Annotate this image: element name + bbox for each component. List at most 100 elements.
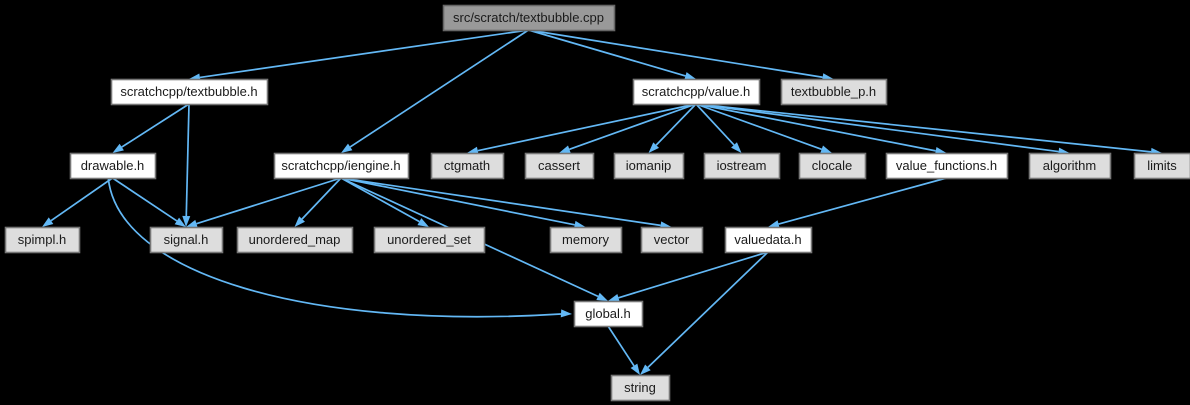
node-spimpl-h[interactable]: spimpl.h — [4, 226, 81, 254]
edge-layer — [42, 29, 1162, 375]
edge-scratchcpp-value-h-to-clocale — [695, 103, 832, 154]
edge-line — [121, 103, 190, 148]
node-value-functions-h[interactable]: value_functions.h — [885, 152, 1009, 180]
node-box[interactable] — [373, 226, 486, 254]
edge-line — [778, 177, 947, 225]
node-box[interactable] — [149, 226, 224, 254]
edge-line — [340, 177, 420, 223]
edge-arrowhead — [608, 293, 620, 302]
edge-arrowhead — [341, 143, 353, 153]
node-box[interactable] — [613, 152, 685, 180]
node-valuedata-h[interactable]: valuedata.h — [724, 226, 813, 254]
edge-drawable-h-to-signal-h — [112, 177, 186, 227]
node-box[interactable] — [640, 226, 704, 254]
edge-scratchcpp-iengine-h-to-memory — [340, 177, 586, 229]
node-box[interactable] — [430, 152, 505, 180]
node-iostream[interactable]: iostream — [703, 152, 781, 180]
edge-line — [199, 29, 529, 79]
node-box[interactable] — [549, 226, 623, 254]
edge-arrowhead — [731, 142, 742, 153]
edge-line — [301, 177, 342, 220]
node-scratchcpp-value-h[interactable]: scratchcpp/value.h — [632, 78, 761, 106]
edge-arrowhead — [640, 364, 651, 375]
node-unordered-set[interactable]: unordered_set — [373, 226, 486, 254]
node-box[interactable] — [110, 78, 269, 106]
edge-src-scratch-textbubble-cpp-to-scratchcpp-textbubble-h — [189, 29, 529, 82]
edge-line — [528, 29, 686, 77]
edge-global-h-to-string — [607, 325, 640, 375]
edge-line — [528, 29, 823, 79]
edge-line — [185, 103, 190, 217]
node-drawable-h[interactable]: drawable.h — [69, 152, 157, 180]
node-vector[interactable]: vector — [640, 226, 704, 254]
edge-line — [607, 325, 635, 367]
edge-arrowhead — [630, 363, 640, 375]
node-box[interactable] — [524, 152, 595, 180]
edge-scratchcpp-value-h-to-algorithm — [695, 103, 1070, 156]
edge-scratchcpp-textbubble-h-to-signal-h — [182, 103, 191, 227]
edge-line — [340, 177, 575, 226]
node-box[interactable] — [780, 78, 888, 106]
node-limits[interactable]: limits — [1133, 152, 1190, 180]
edge-line — [112, 177, 178, 222]
node-box[interactable] — [610, 374, 671, 402]
node-textbubble-p-h[interactable]: textbubble_p.h — [780, 78, 888, 106]
node-string[interactable]: string — [610, 374, 671, 402]
edge-line — [695, 103, 735, 146]
edge-src-scratch-textbubble-cpp-to-scratchcpp-value-h — [528, 29, 696, 80]
node-box[interactable] — [273, 152, 410, 180]
node-box[interactable] — [724, 226, 813, 254]
edge-line — [569, 103, 697, 151]
node-box[interactable] — [798, 152, 867, 180]
node-iomanip[interactable]: iomanip — [613, 152, 685, 180]
edge-scratchcpp-iengine-h-to-vector — [340, 177, 672, 230]
edge-arrowhead — [174, 217, 186, 227]
node-box[interactable] — [1133, 152, 1190, 180]
edge-arrowhead — [112, 143, 124, 153]
edge-arrowhead — [417, 218, 429, 227]
node-box[interactable] — [573, 300, 644, 328]
edge-scratchcpp-value-h-to-ctgmath — [467, 103, 697, 155]
edge-scratchcpp-value-h-to-iostream — [695, 103, 742, 153]
edge-value-functions-h-to-valuedata-h — [768, 177, 947, 228]
edge-scratchcpp-iengine-h-to-unordered-set — [340, 177, 429, 227]
node-algorithm[interactable]: algorithm — [1028, 152, 1112, 180]
node-clocale[interactable]: clocale — [798, 152, 867, 180]
node-memory[interactable]: memory — [549, 226, 623, 254]
edge-valuedata-h-to-global-h — [608, 251, 769, 302]
edge-line — [50, 177, 113, 222]
edge-arrowhead — [559, 145, 571, 154]
edge-scratchcpp-iengine-h-to-unordered-map — [294, 177, 342, 227]
edge-line — [107, 177, 562, 318]
node-scratchcpp-iengine-h[interactable]: scratchcpp/iengine.h — [273, 152, 410, 180]
node-box[interactable] — [703, 152, 781, 180]
node-cassert[interactable]: cassert — [524, 152, 595, 180]
edge-drawable-h-to-global-h — [107, 177, 572, 318]
node-global-h[interactable]: global.h — [573, 300, 644, 328]
node-box[interactable] — [442, 4, 616, 32]
edge-line — [695, 103, 822, 151]
edge-arrowhead — [182, 215, 191, 227]
node-signal-h[interactable]: signal.h — [149, 226, 224, 254]
edge-drawable-h-to-spimpl-h — [42, 177, 113, 227]
node-ctgmath[interactable]: ctgmath — [430, 152, 505, 180]
node-box[interactable] — [69, 152, 157, 180]
node-unordered-map[interactable]: unordered_map — [236, 226, 354, 254]
node-box[interactable] — [632, 78, 761, 106]
edge-line — [647, 251, 769, 368]
node-box[interactable] — [1028, 152, 1112, 180]
edge-line — [655, 103, 697, 146]
node-scratchcpp-textbubble-h[interactable]: scratchcpp/textbubble.h — [110, 78, 269, 106]
edge-line — [695, 103, 1059, 153]
node-box[interactable] — [885, 152, 1009, 180]
node-src-scratch-textbubble-cpp[interactable]: src/scratch/textbubble.cpp — [442, 4, 616, 32]
node-box[interactable] — [4, 226, 81, 254]
node-box[interactable] — [236, 226, 354, 254]
edge-line — [340, 177, 661, 227]
edge-arrowhead — [684, 72, 696, 80]
edge-arrowhead — [42, 217, 54, 227]
edge-valuedata-h-to-string — [640, 251, 769, 375]
edge-line — [618, 251, 769, 299]
